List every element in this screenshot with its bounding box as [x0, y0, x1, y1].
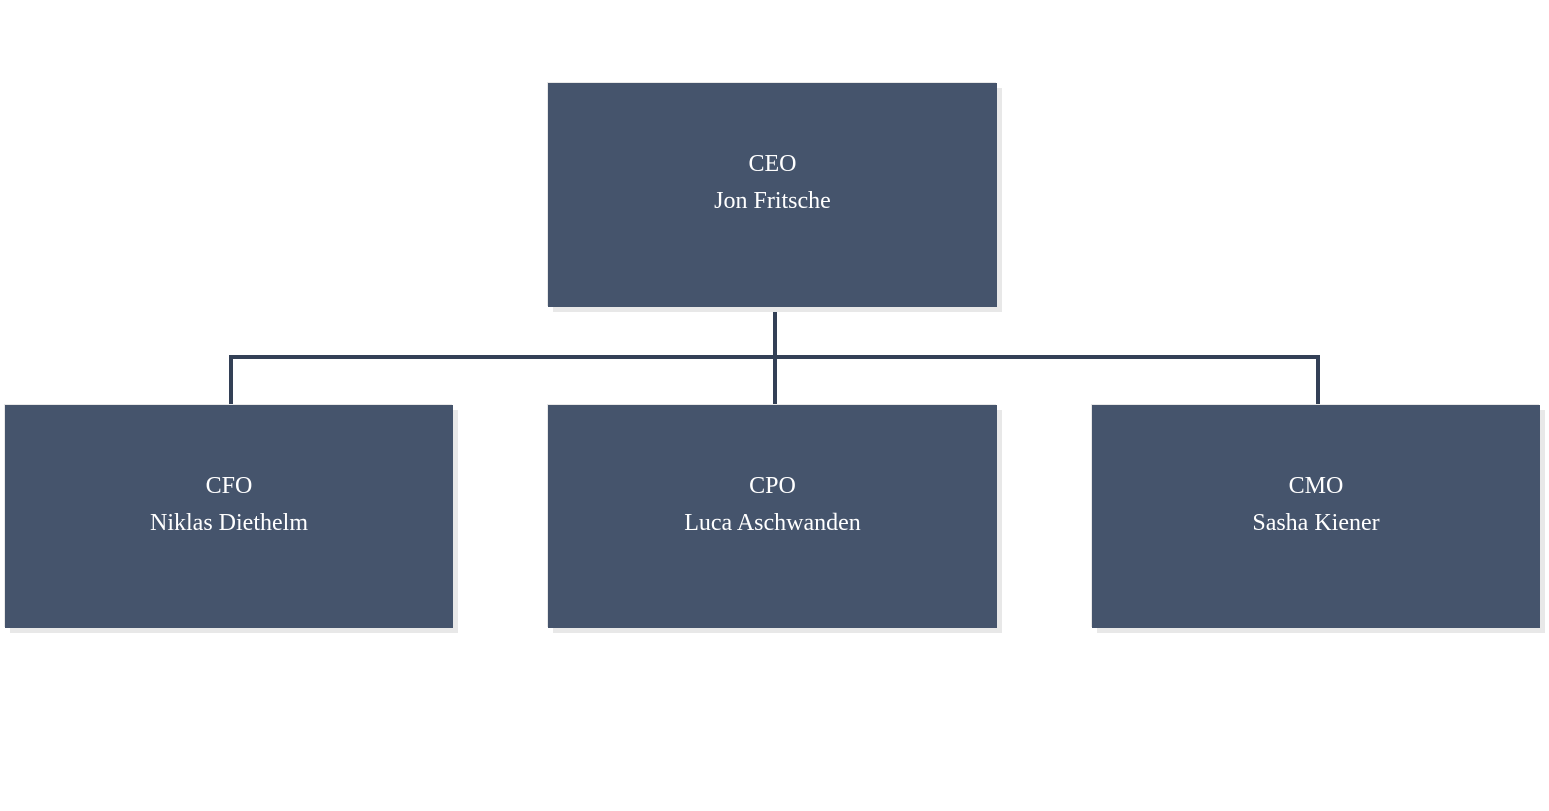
- org-node-cpo-content: CPO Luca Aschwanden: [684, 468, 861, 542]
- org-node-cmo-content: CMO Sasha Kiener: [1252, 468, 1379, 542]
- org-node-cpo-title: CPO: [749, 472, 796, 499]
- org-node-ceo-name: Jon Fritsche: [714, 188, 831, 214]
- org-node-cpo-name: Luca Aschwanden: [684, 509, 861, 536]
- org-node-cfo-content: CFO Niklas Diethelm: [150, 468, 308, 542]
- connector-drop-cmo: [1316, 355, 1320, 405]
- org-node-ceo[interactable]: CEO Jon Fritsche: [548, 83, 997, 307]
- org-node-ceo-content: CEO Jon Fritsche: [714, 146, 831, 220]
- connector-drop-cfo: [229, 355, 233, 405]
- org-node-ceo-title: CEO: [748, 151, 797, 177]
- org-node-cfo-name: Niklas Diethelm: [150, 509, 308, 536]
- connector-ceo-stem: [773, 307, 777, 359]
- org-node-cfo[interactable]: CFO Niklas Diethelm: [5, 405, 453, 628]
- connector-drop-cpo: [773, 355, 777, 405]
- org-node-cmo-title: CMO: [1288, 472, 1344, 499]
- org-node-cmo[interactable]: CMO Sasha Kiener: [1092, 405, 1540, 628]
- org-node-cfo-title: CFO: [205, 472, 253, 499]
- org-node-cmo-name: Sasha Kiener: [1252, 509, 1380, 536]
- org-node-cpo[interactable]: CPO Luca Aschwanden: [548, 405, 997, 628]
